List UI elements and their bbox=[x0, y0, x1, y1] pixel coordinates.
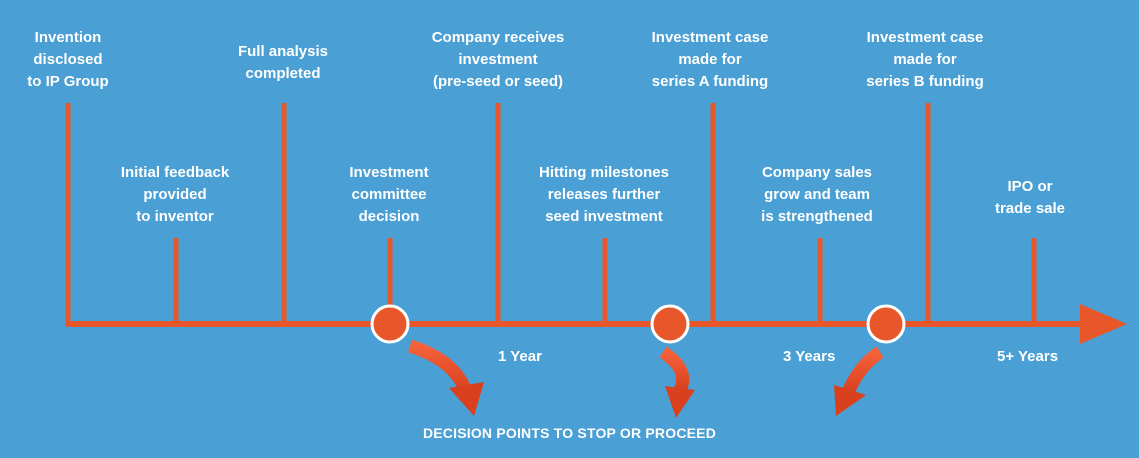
label-company-sales-grow: Company sales grow and team is strengthe… bbox=[722, 162, 912, 228]
step-line: Company receives bbox=[431, 29, 565, 46]
label-hitting-milestones: Hitting milestones releases further seed… bbox=[509, 162, 699, 228]
step-line: to IP Group bbox=[27, 73, 109, 90]
step-line: Company sales bbox=[761, 164, 873, 181]
decision-point-2 bbox=[650, 304, 690, 344]
decision-arrow-2 bbox=[659, 346, 695, 418]
label-series-a-case: Investment case made for series A fundin… bbox=[615, 27, 805, 93]
time-label-3-years: 3 Years bbox=[783, 348, 836, 365]
decision-points-caption: DECISION POINTS TO STOP OR PROCEED bbox=[422, 425, 717, 441]
time-label-5-plus-years: 5+ Years bbox=[997, 348, 1059, 365]
step-line: Investment case bbox=[651, 29, 769, 46]
step-line: releases further bbox=[547, 186, 661, 203]
step-line: Initial feedback bbox=[120, 164, 230, 181]
step-line: to inventor bbox=[136, 208, 214, 225]
step-line: grow and team bbox=[764, 186, 870, 203]
step-line: disclosed bbox=[33, 51, 103, 68]
decision-point-1 bbox=[370, 304, 410, 344]
step-line: series A funding bbox=[651, 73, 769, 90]
label-series-b-case: Investment case made for series B fundin… bbox=[830, 27, 1020, 93]
label-full-analysis: Full analysis completed bbox=[188, 41, 378, 85]
label-ipo-trade-sale: IPO or trade sale bbox=[935, 176, 1125, 220]
label-company-receives-investment: Company receives investment (pre-seed or… bbox=[403, 27, 593, 93]
label-investment-committee: Investment committee decision bbox=[294, 162, 484, 228]
time-label-1-year: 1 Year bbox=[498, 348, 542, 365]
step-line: completed bbox=[245, 65, 321, 82]
step-line: Full analysis bbox=[237, 43, 329, 60]
step-line: made for bbox=[893, 51, 957, 68]
step-line: (pre-seed or seed) bbox=[432, 73, 564, 90]
step-line: IPO or bbox=[1007, 178, 1053, 195]
label-initial-feedback: Initial feedback provided to inventor bbox=[80, 162, 270, 228]
step-line: is strengthened bbox=[761, 208, 873, 225]
decision-arrow-3 bbox=[834, 346, 884, 416]
step-line: investment bbox=[458, 51, 538, 68]
step-line: committee bbox=[351, 186, 427, 203]
step-line: Investment bbox=[349, 164, 429, 181]
decision-point-3 bbox=[866, 304, 906, 344]
step-line: Investment case bbox=[866, 29, 984, 46]
step-line: series B funding bbox=[866, 73, 984, 90]
step-line: seed investment bbox=[545, 208, 663, 225]
step-line: trade sale bbox=[994, 200, 1066, 217]
timeline-arrowhead bbox=[1080, 304, 1127, 344]
step-line: made for bbox=[678, 51, 742, 68]
step-line: provided bbox=[143, 186, 207, 203]
step-line: Hitting milestones bbox=[538, 164, 669, 181]
label-invention-disclosed: Invention disclosed to IP Group bbox=[0, 27, 163, 93]
step-line: decision bbox=[358, 208, 420, 225]
step-line: Invention bbox=[34, 29, 102, 46]
decision-arrow-1 bbox=[407, 339, 484, 416]
